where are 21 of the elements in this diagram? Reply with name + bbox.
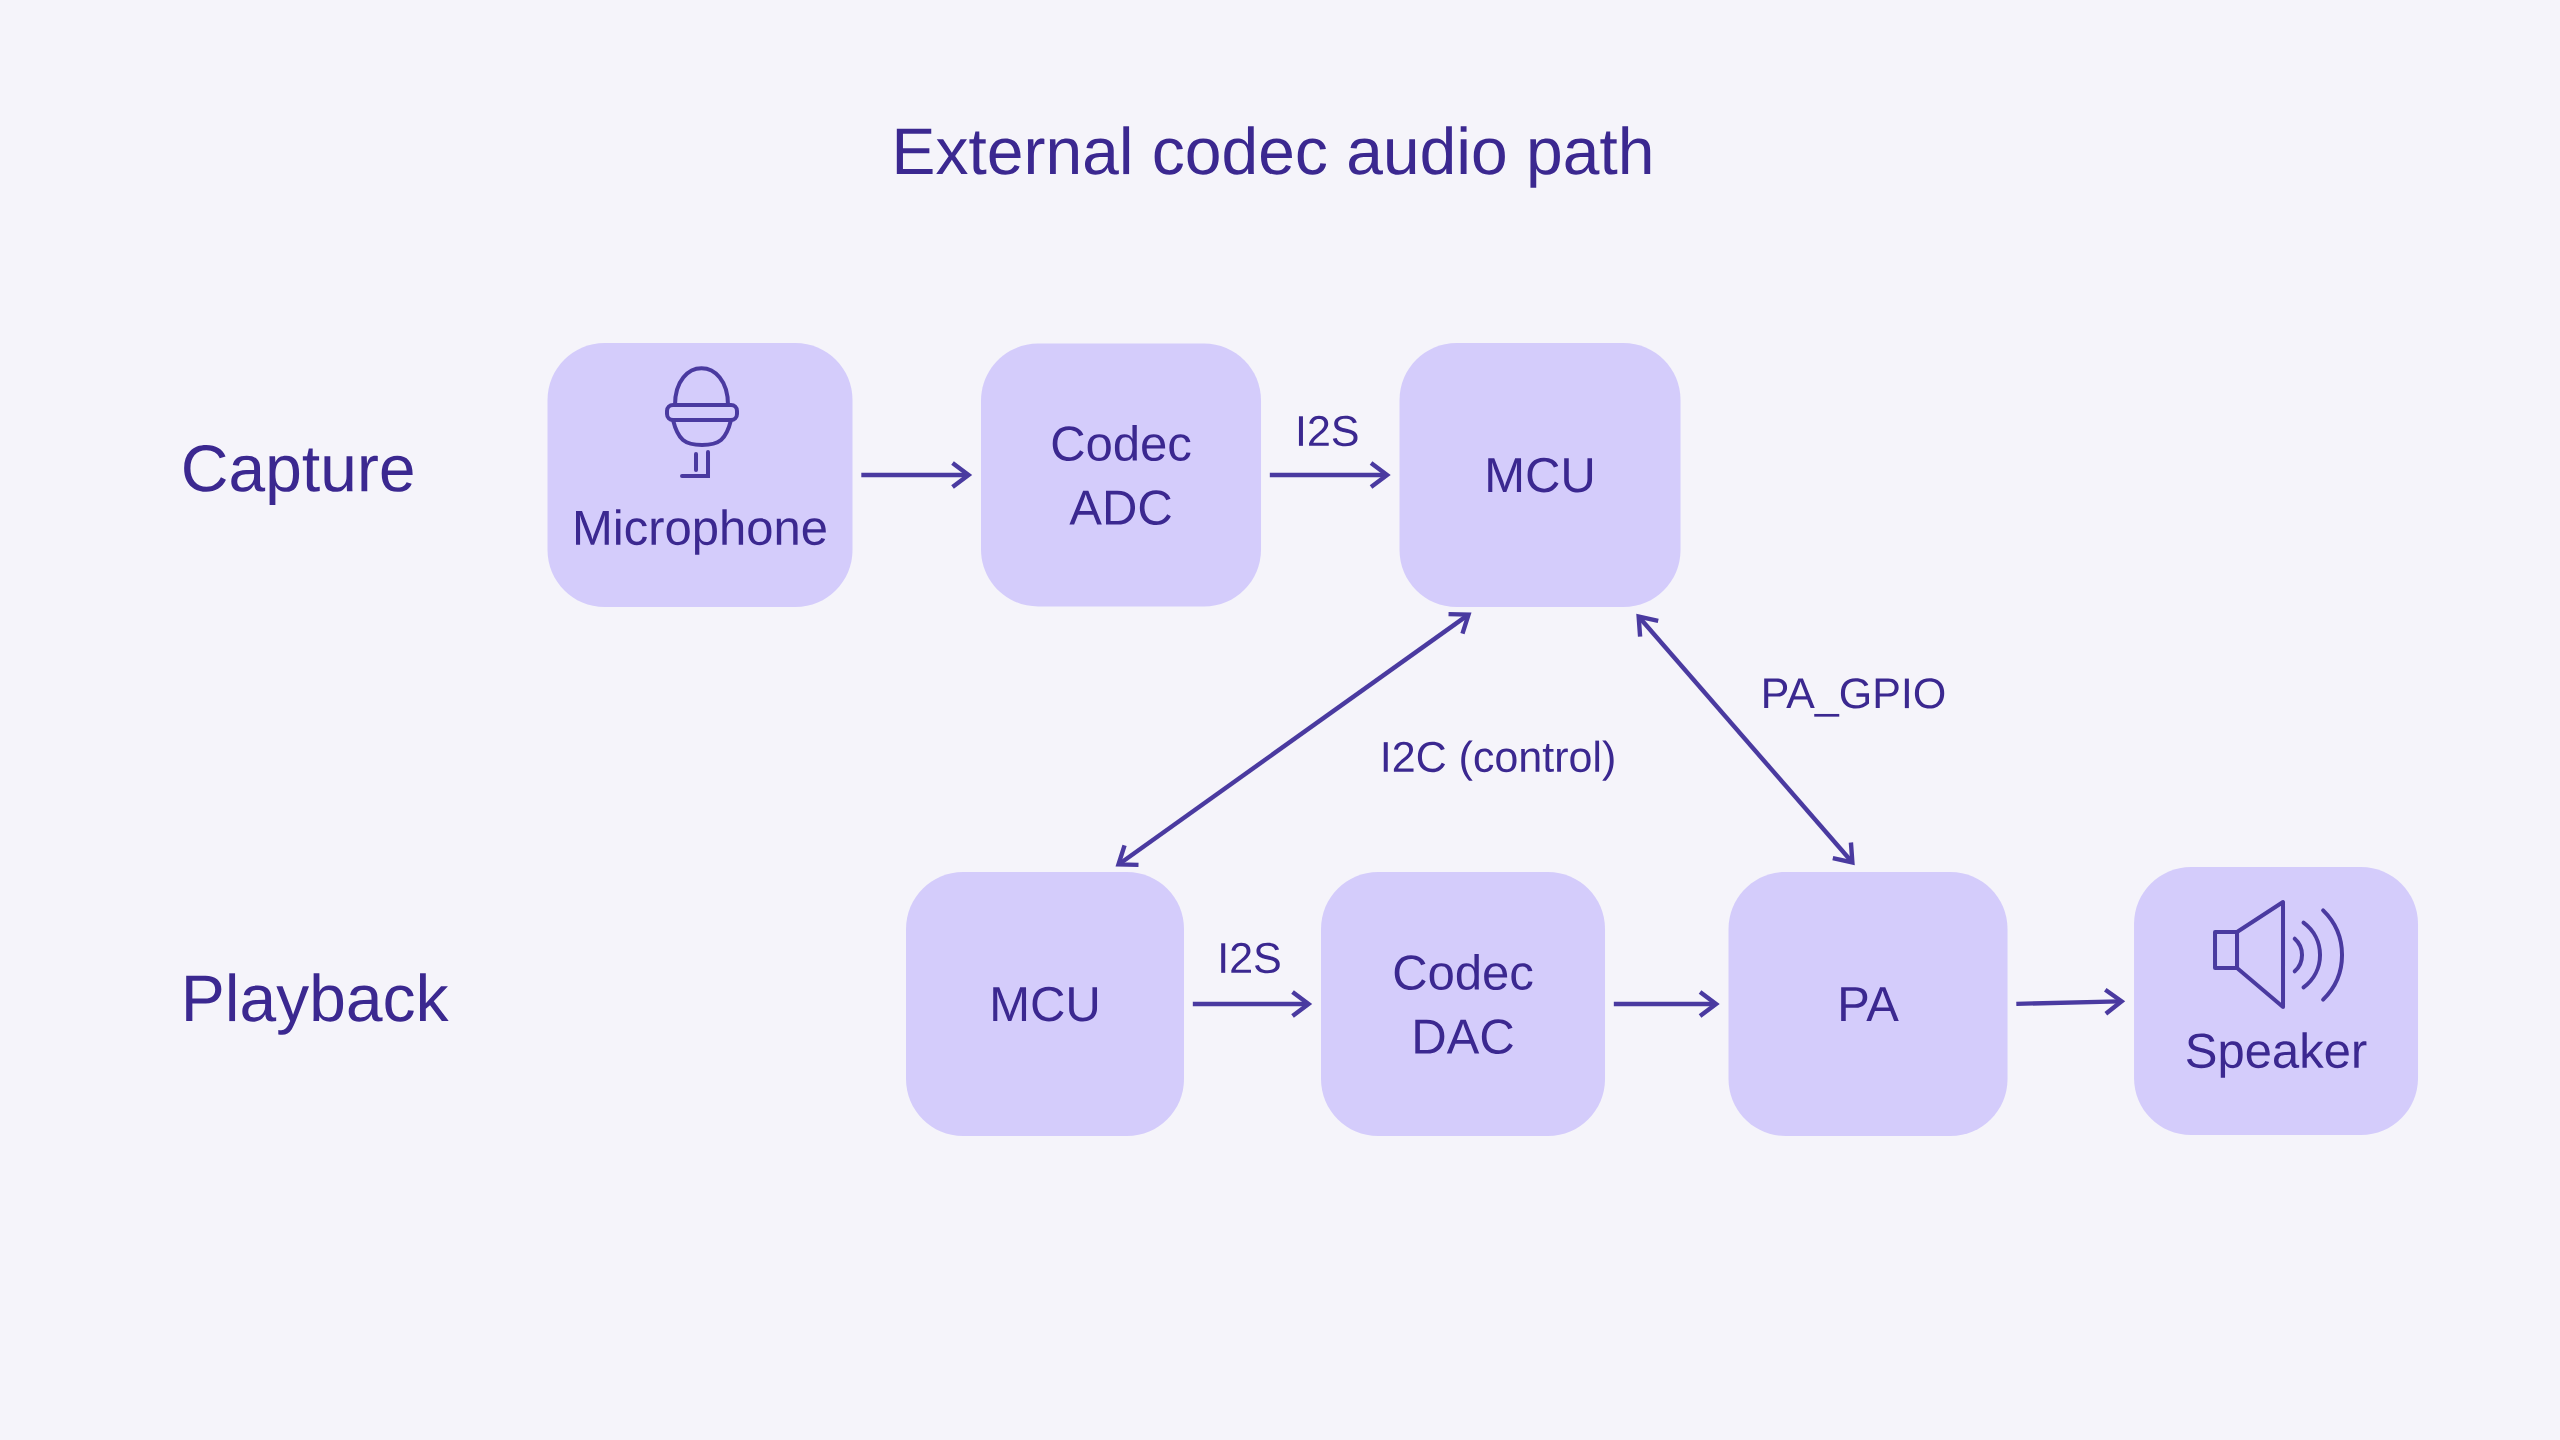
title: External codec audio path — [896, 126, 1651, 188]
arrow — [2016, 987, 2126, 1016]
process-box: Speaker — [2134, 867, 2419, 1136]
process-box: MCU — [906, 872, 1184, 1137]
edge-label: PA_GPIO — [1752, 670, 1955, 725]
row-label: Capture — [184, 445, 413, 505]
process-box: Microphone — [547, 343, 853, 608]
row-label: Playback — [186, 973, 449, 1035]
process-box: Codec DAC — [1321, 872, 1605, 1137]
edge-label: I2C (control) — [1371, 732, 1625, 789]
edge-label: I2S — [1209, 934, 1290, 982]
arrow — [1115, 611, 1472, 868]
arrow — [1192, 990, 1313, 1018]
arrow — [1636, 613, 1855, 866]
edge-label: I2S — [1287, 407, 1368, 455]
arrow — [1269, 461, 1391, 489]
process-box: MCU — [1399, 343, 1681, 608]
process-box: PA — [1728, 872, 2008, 1137]
arrow — [1613, 990, 1720, 1018]
process-box: Codec ADC — [981, 343, 1261, 607]
arrow — [861, 461, 973, 489]
